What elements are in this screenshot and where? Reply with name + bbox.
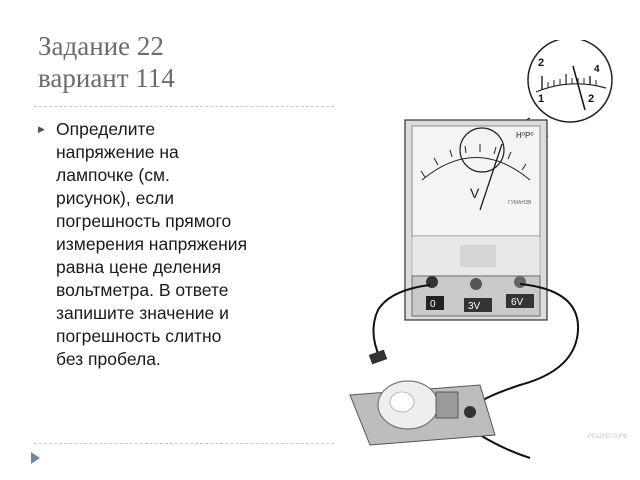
magnifier-label: 1 <box>538 93 544 105</box>
meter-scale-magnify-zone <box>459 127 505 173</box>
lamp-socket <box>435 391 459 419</box>
task-line: вольтметра. В ответе <box>56 280 229 300</box>
task-line: лампочке (см. <box>56 165 170 185</box>
task-line: погрешность прямого <box>56 211 232 231</box>
meter-symbol: V <box>470 185 480 201</box>
terminal-label: 3V <box>468 301 481 312</box>
wire <box>479 434 531 459</box>
task-line: Определите <box>56 119 156 139</box>
task-text: Определите напряжение на лампочке (см. р… <box>56 118 331 371</box>
slide-nav-icon[interactable] <box>31 452 40 464</box>
magnifier-label: 2 <box>538 57 544 69</box>
task-line: запишите значение и <box>56 303 229 323</box>
title-divider <box>34 106 334 107</box>
bullet-icon: ▶ <box>38 124 45 134</box>
watermark: РЕШУЕГЭ.РФ <box>588 434 627 440</box>
wire <box>479 283 580 403</box>
task-line: рисунок), если <box>56 188 175 208</box>
terminal-label: 0 <box>430 299 436 310</box>
wire <box>372 284 431 359</box>
magnifier-label: 2 <box>588 93 594 105</box>
title-line-2: вариант 114 <box>38 63 175 93</box>
magnifier-scale: 2 4 1 2 <box>527 40 613 123</box>
terminals: 0 3V 6V <box>426 276 534 312</box>
slide-title: Задание 22 вариант 114 <box>38 30 338 94</box>
meter-brand: Н⁰Р⁰ <box>516 131 534 140</box>
magnifier-needle <box>572 65 586 111</box>
voltmeter-circuit-figure: 2 4 1 2 V Н⁰Р⁰ ГУМАНЗВ <box>349 40 627 459</box>
meter-small-text: ГУМАНЗВ <box>508 200 532 206</box>
task-line: равна цене деления <box>56 257 222 277</box>
task-line: без пробела. <box>56 349 161 369</box>
task-line: измерения напряжения <box>56 234 248 254</box>
magnifier-label: 4 <box>594 64 600 75</box>
terminal-label: 6V <box>511 297 524 308</box>
lamp-assembly <box>349 349 496 446</box>
task-line: погрешность слитно <box>56 326 222 346</box>
meter-needle <box>479 143 503 211</box>
footer-divider <box>34 443 334 444</box>
title-line-1: Задание 22 <box>38 31 164 61</box>
task-line: напряжение на <box>56 142 179 162</box>
